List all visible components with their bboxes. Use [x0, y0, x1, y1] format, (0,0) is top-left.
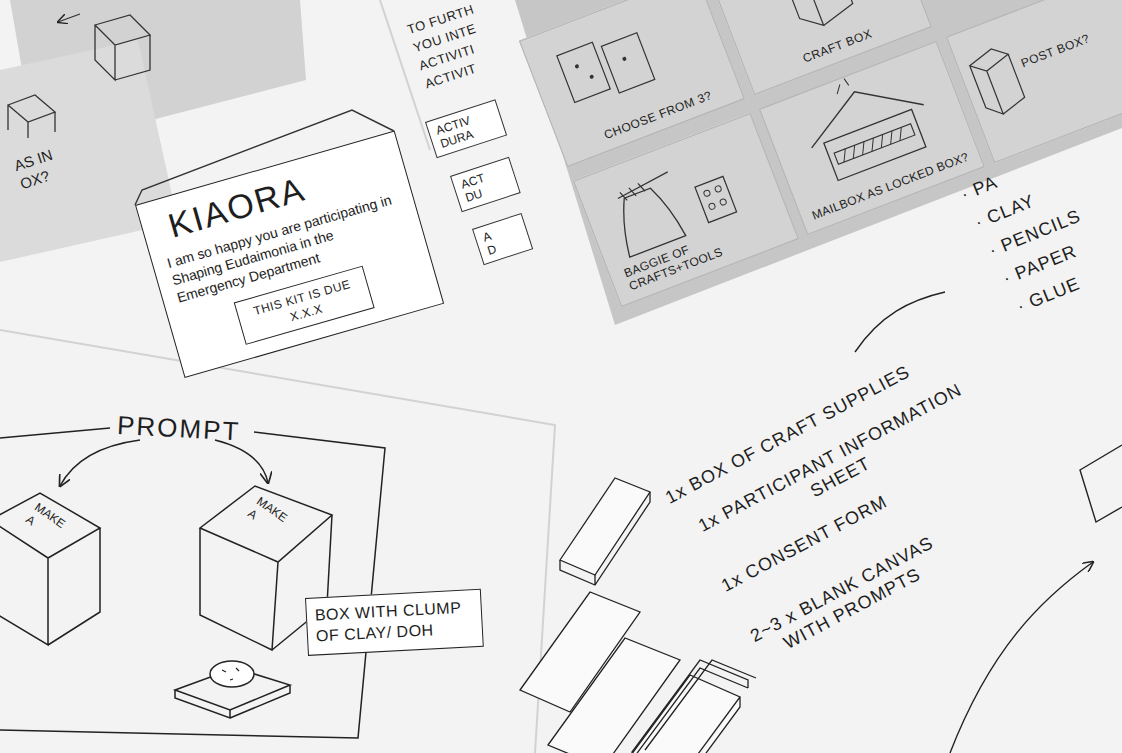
- dot: [708, 202, 716, 210]
- card-sketch: [601, 33, 654, 93]
- due-date-text: THIS KIT IS DUE X.X.X: [246, 274, 363, 336]
- clay-clump: [210, 661, 254, 687]
- sketch-arrow: [58, 14, 80, 22]
- frame-line: [0, 428, 110, 438]
- leader-lines: [855, 292, 1122, 753]
- leader-arrow: [950, 562, 1093, 753]
- prompt-arrow: [215, 440, 268, 483]
- canvas-stack: [645, 660, 756, 750]
- dot: [622, 56, 627, 61]
- page-text: TO FURTH YOU INTE ACTIVITI ACTIVIT: [405, 0, 504, 94]
- bag-tie: [615, 172, 672, 203]
- cube-prompt: MAKE A: [245, 494, 295, 542]
- dot: [589, 74, 594, 79]
- box-sketch: [782, 0, 857, 33]
- mail-slot: [834, 124, 915, 165]
- box-sketch: [967, 44, 1028, 119]
- dot: [719, 198, 727, 206]
- paper-edge: [0, 330, 555, 753]
- dot: [703, 189, 711, 197]
- leader-line: [855, 292, 945, 352]
- panel-caption: POST BOX?: [1019, 32, 1092, 71]
- roof-sketch: [798, 70, 923, 148]
- field-name: A: [481, 220, 520, 244]
- craft-box: [560, 478, 650, 575]
- activity-box: ACTDU: [450, 157, 521, 212]
- card-sketch: [557, 42, 610, 102]
- box-sketch: [95, 15, 150, 80]
- tool-card: [695, 176, 737, 222]
- panel-ground: [946, 0, 1122, 163]
- grey-storyboard-sheet: [515, 0, 1122, 325]
- panel-sketch: [946, 0, 1122, 163]
- prompt-arrow: [60, 440, 140, 486]
- dot: [574, 64, 579, 69]
- callout-text: BOX WITH CLUMP OF CLAY/ DOH: [314, 597, 474, 647]
- paper-edges: [0, 0, 555, 753]
- prompt-sketch: [0, 428, 385, 738]
- welcome-card: KIAORAI am so happy you are participatin…: [135, 131, 444, 378]
- activity-box: ACTIVDURA: [425, 99, 507, 158]
- craft-box-side: [560, 492, 650, 585]
- cut-off-sketch: [1080, 445, 1122, 522]
- panel-sketch: [759, 41, 985, 235]
- panel-ground: [759, 41, 985, 235]
- cube-sketch: [0, 493, 100, 645]
- hatching: [840, 127, 906, 162]
- frame-line: [0, 432, 385, 738]
- canvas-stack: [632, 660, 748, 753]
- tick-marks: [833, 78, 850, 94]
- activity-box: AD: [472, 213, 533, 265]
- box-sketch: [8, 95, 55, 138]
- clay-texture: [222, 668, 239, 680]
- callout-box: BOX WITH CLUMP OF CLAY/ DOH: [305, 589, 484, 656]
- prompt-heading: PROMPT: [116, 410, 241, 447]
- dot: [714, 185, 722, 193]
